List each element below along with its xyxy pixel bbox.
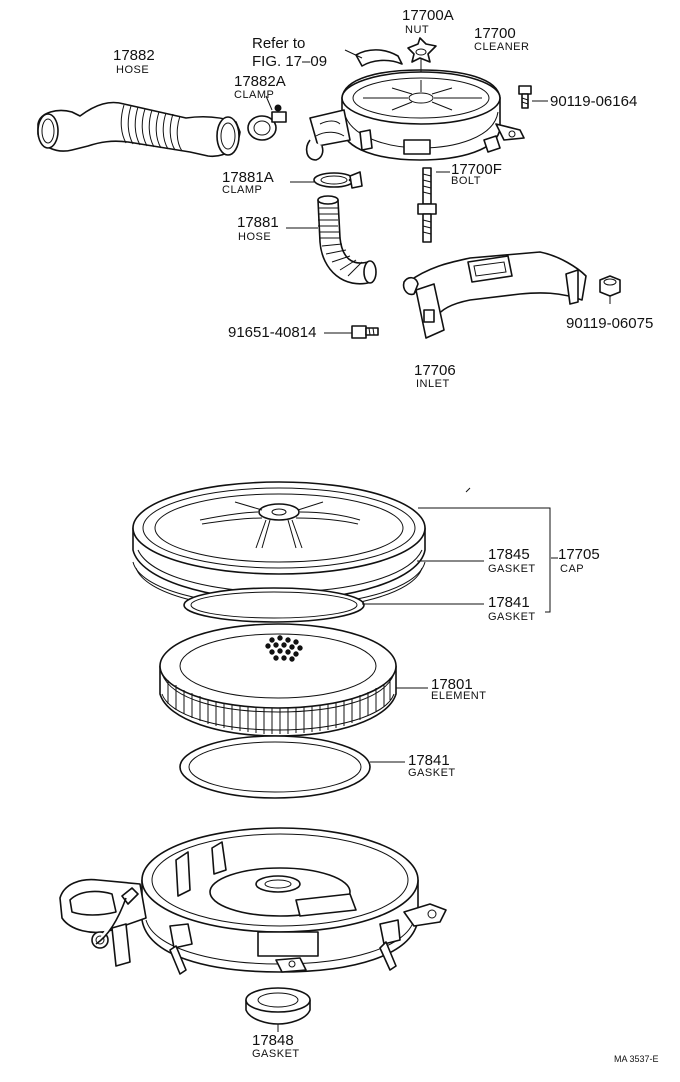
- label-17705-name: CAP: [560, 563, 585, 575]
- element-17801-drawing: [159, 623, 397, 737]
- hose-17882-drawing: [37, 101, 241, 157]
- label-17881a-number: 17881A: [222, 169, 274, 186]
- refer-part-drawing: [355, 49, 403, 67]
- label-17848-number: 17848: [252, 1032, 294, 1049]
- label-17882-number: 17882: [113, 47, 155, 64]
- clamp-17881a-drawing: [313, 171, 363, 189]
- gasket-17848-drawing: [245, 987, 311, 1025]
- label-90119-06164: 90119-06164: [550, 93, 638, 110]
- label-17706-name: INLET: [416, 378, 450, 390]
- label-17801-number: 17801: [431, 676, 473, 693]
- label-17881a-name: CLAMP: [222, 184, 263, 196]
- label-90119-06075: 90119-06075: [566, 315, 654, 332]
- label-17841-lower-number: 17841: [408, 752, 450, 769]
- hose-17881-drawing: [317, 195, 377, 285]
- label-17700a-name: NUT: [405, 24, 430, 36]
- cap-17705-drawing: [132, 481, 426, 601]
- label-17841-upper-name: GASKET: [488, 611, 536, 623]
- label-17882-name: HOSE: [116, 64, 150, 76]
- nut-17700a-drawing: [407, 37, 437, 72]
- cleaner-17700-drawing: [305, 69, 525, 161]
- label-17841-upper-number: 17841: [488, 594, 530, 611]
- label-17845-name: GASKET: [488, 563, 536, 575]
- label-17881-number: 17881: [237, 214, 279, 231]
- label-17700a-number: 17700A: [402, 7, 454, 24]
- nut-90119-06075-drawing: [599, 275, 621, 304]
- gasket-17841-lower-drawing: [179, 735, 371, 799]
- gasket-17841-upper-drawing: [183, 587, 365, 623]
- drawing-code: MA 3537-E: [614, 1054, 659, 1064]
- label-17881-name: HOSE: [238, 231, 272, 243]
- bolt-91651-40814-drawing: [351, 325, 379, 339]
- bolt-90119-06164-drawing: [518, 85, 532, 109]
- label-17700-number: 17700: [474, 25, 516, 42]
- reference-line-2: FIG. 17–09: [252, 53, 328, 70]
- label-17882a-name: CLAMP: [234, 89, 275, 101]
- label-17882a-number: 17882A: [234, 73, 286, 90]
- clamp-17882a-drawing: [247, 104, 287, 141]
- label-17801-name: ELEMENT: [431, 690, 487, 702]
- cleaner-body-drawing: [59, 827, 447, 975]
- label-17700f-name: BOLT: [451, 175, 481, 187]
- label-17700f-number: 17700F: [451, 161, 502, 178]
- inlet-17706-drawing: [402, 251, 587, 339]
- label-17841-lower-name: GASKET: [408, 767, 456, 779]
- label-17848-name: GASKET: [252, 1048, 300, 1060]
- label-17705-number: 17705: [558, 546, 600, 563]
- label-91651-40814: 91651-40814: [228, 324, 317, 341]
- reference-line-1: Refer to: [252, 35, 306, 52]
- label-17706-number: 17706: [414, 362, 456, 379]
- bolt-17700f-drawing: [417, 167, 437, 243]
- label-17700-name: CLEANER: [474, 41, 530, 53]
- label-17845-number: 17845: [488, 546, 530, 563]
